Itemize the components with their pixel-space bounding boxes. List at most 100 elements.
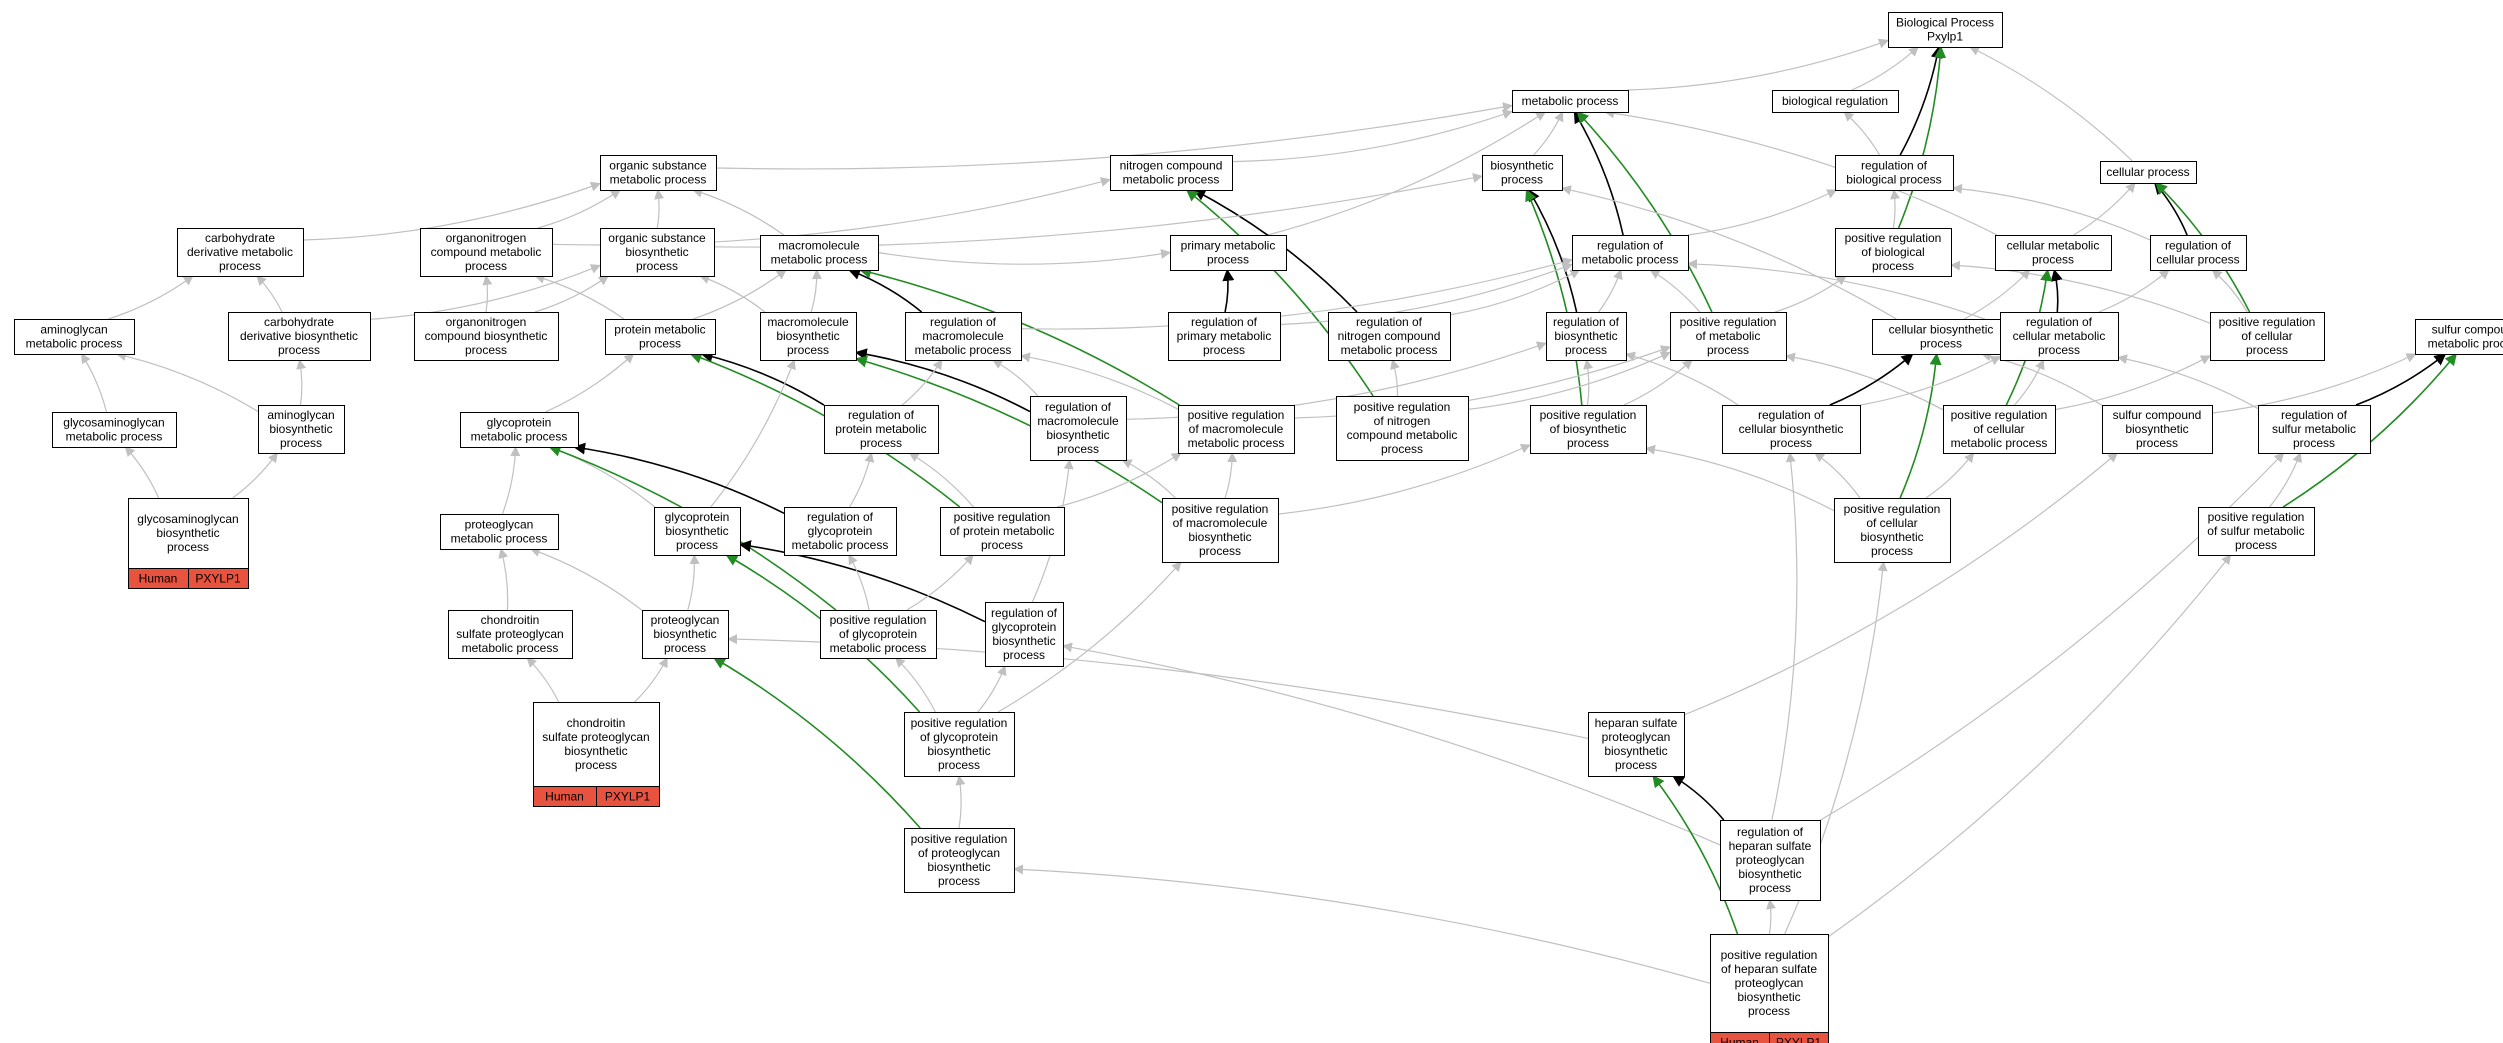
node-label-line: metabolic process (1582, 253, 1679, 267)
node-label-line: chondroitin (481, 613, 540, 627)
go-term-node-rgpbp[interactable]: regulation ofglycoproteinbiosyntheticpro… (985, 602, 1064, 667)
node-label-line: process (938, 874, 980, 888)
node-label-line: process (1749, 881, 1791, 895)
node-label-line: process (1707, 343, 1749, 357)
node-box (2150, 235, 2247, 271)
node-label-line: positive regulation (1540, 408, 1637, 422)
node-label-line: biosynthetic (625, 245, 688, 259)
node-label-line: positive regulation (954, 510, 1051, 524)
edge-rbp-is_a-br (1843, 111, 1881, 156)
node-label-line: proteoglycan (1736, 853, 1805, 867)
go-term-node-mp[interactable]: metabolic process (1512, 90, 1629, 113)
node-label-line: biosynthetic (1490, 159, 1553, 173)
go-term-node-rmbp[interactable]: regulation ofmacromoleculebiosyntheticpr… (1030, 396, 1127, 461)
node-label-line: metabolic process (66, 430, 163, 444)
edge-rbsp-regulates-bsp (1528, 188, 1578, 313)
node-label-line: biological regulation (1782, 94, 1888, 108)
node-label-line: process (1748, 1004, 1790, 1018)
node-box (1030, 396, 1127, 461)
go-term-node-br[interactable]: biological regulation (1772, 90, 1899, 113)
node-label-line: of macromolecule (1189, 422, 1284, 436)
go-term-node-cp[interactable]: cellular process (2100, 161, 2197, 184)
edge-prbsp-is_a-prmetp (1623, 359, 1693, 406)
edge-prcmp-is_a-rcmp (2014, 359, 2045, 406)
node-box (1482, 155, 1563, 191)
edge-gagbp-is_a-gagmp (124, 446, 160, 499)
edge-prbsp-is_a-rbsp (1583, 359, 1594, 406)
go-term-node-gagbp[interactable]: glycosaminoglycanbiosyntheticprocessHuma… (128, 498, 249, 589)
node-label-line: metabolic process (471, 430, 568, 444)
edge-prmp-is_a-mmp (692, 269, 787, 320)
edges-layer (80, 38, 2457, 984)
edge-mp-is_a-bp (1627, 38, 1889, 91)
node-label-line: biosynthetic (653, 627, 716, 641)
node-label-line: of nitrogen (1374, 414, 1431, 428)
edge-prhspbp-positively_regulates-hspbp (1652, 775, 1739, 935)
node-label-line: biosynthetic (269, 422, 332, 436)
node-label-line: metabolic process (771, 253, 868, 267)
node-box (985, 602, 1064, 667)
edge-prcmp-is_a-prcp (2054, 355, 2211, 411)
node-label-line: regulation of (1553, 315, 1620, 329)
edge-rprmp-is_a-rmmp (901, 359, 943, 406)
node-label-line: derivative biosynthetic (240, 329, 358, 343)
go-term-node-hspbp[interactable]: heparan sulfateproteoglycanbiosyntheticp… (1588, 712, 1685, 777)
node-label-line: cellular metabolic (2013, 329, 2106, 343)
edge-prsmp-positively_regulates-scmp (2282, 353, 2457, 508)
